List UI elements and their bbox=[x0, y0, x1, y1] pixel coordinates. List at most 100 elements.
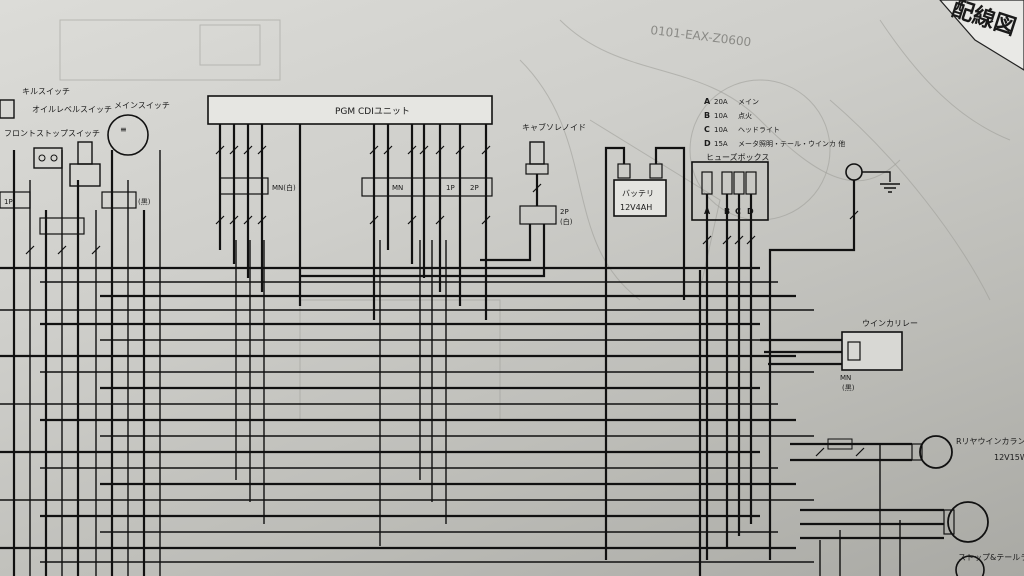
wire-color-mark bbox=[25, 245, 35, 255]
cdi-unit-label: PGM CDIユニット bbox=[335, 107, 410, 117]
main-switch-label: メインスイッチ bbox=[114, 101, 170, 110]
rear-winker-lamp-spec: 12V15W bbox=[994, 453, 1024, 462]
wire-color-mark bbox=[855, 447, 865, 457]
stop-tail-lamp-symbol bbox=[947, 501, 989, 543]
solenoid-base bbox=[525, 163, 549, 175]
relay-connector-label: MN bbox=[840, 374, 851, 382]
wire-color-mark bbox=[215, 145, 225, 155]
main-switch-glyph: ≡ bbox=[120, 125, 127, 134]
winker-relay-box bbox=[841, 331, 903, 371]
wire-color-mark bbox=[419, 145, 429, 155]
wire-color-mark bbox=[722, 235, 732, 245]
cdi-center-connector bbox=[361, 177, 493, 197]
battery-terminal-positive bbox=[617, 163, 631, 179]
wire bbox=[604, 146, 626, 560]
cdi-center-1p-label: 1P bbox=[446, 184, 455, 192]
wire-color-marks bbox=[25, 145, 865, 457]
wire bbox=[300, 224, 546, 278]
wire-color-mark bbox=[243, 145, 253, 155]
solenoid-connector-color: (白) bbox=[560, 217, 573, 226]
background-ghost-lines bbox=[59, 19, 1011, 421]
solenoid-connector bbox=[519, 205, 557, 225]
wire-color-mark bbox=[702, 235, 712, 245]
wire-color-mark bbox=[57, 245, 67, 255]
cdi-unit: PGM CDIユニット MN(白) MN 1P 2P bbox=[207, 95, 493, 197]
front-stop-switch-symbol bbox=[33, 147, 63, 169]
wire-color-mark bbox=[849, 210, 859, 220]
cdi-left-connector bbox=[219, 177, 269, 195]
fuse-legend-row: D 15A メータ照明・テール・ウインカ 他 bbox=[704, 139, 845, 148]
wire-color-mark bbox=[243, 215, 253, 225]
wire-harness bbox=[0, 124, 944, 576]
battery: バッテリ 12V4AH bbox=[613, 163, 667, 217]
main-switch-symbol bbox=[107, 114, 149, 156]
cdi-left-connector-label: MN(白) bbox=[272, 183, 296, 192]
wire-color-mark bbox=[435, 145, 445, 155]
cap-solenoid-label: キャブソレノイド bbox=[522, 122, 586, 132]
wire-color-mark bbox=[435, 215, 445, 225]
fuse-letter: C bbox=[704, 125, 710, 134]
fuse-letter: B bbox=[704, 111, 710, 120]
wire-color-mark bbox=[257, 215, 267, 225]
oil-level-switch-label: オイルレベルスイッチ bbox=[32, 105, 112, 114]
solenoid-connector-label: 2P bbox=[560, 208, 569, 216]
solenoid-symbol bbox=[529, 141, 545, 165]
wire-color-mark bbox=[369, 145, 379, 155]
oil-level-switch-symbol bbox=[77, 141, 93, 165]
wire-color-mark bbox=[257, 145, 267, 155]
cdi-center-mn-label: MN bbox=[392, 184, 403, 192]
battery-spec: 12V4AH bbox=[620, 203, 652, 212]
cdi-center-2p-label: 2P bbox=[470, 184, 479, 192]
fuse-box-label: ヒューズボックス bbox=[706, 152, 769, 162]
fuse-rating: 10A bbox=[714, 126, 728, 134]
winker-relay-label: ウインカリレー bbox=[862, 319, 918, 328]
fuse-use: 点火 bbox=[738, 112, 752, 120]
fuse-letter: A bbox=[704, 97, 711, 106]
left-connector-label: 1P bbox=[4, 198, 13, 206]
fuse-use: ヘッドライト bbox=[738, 126, 780, 134]
rear-winker-lamp-label: Rリヤウインカランプ bbox=[956, 437, 1024, 446]
rear-winker-lamp-symbol bbox=[919, 435, 953, 469]
fuse-use: メイン bbox=[738, 98, 759, 106]
fuse-rating: 20A bbox=[714, 98, 728, 106]
battery-terminal-negative bbox=[649, 163, 663, 179]
fuse-box-outline bbox=[691, 161, 769, 221]
wire-color-mark bbox=[91, 245, 101, 255]
fuse-legend-row: A 20A メイン bbox=[704, 97, 759, 106]
wire-color-mark bbox=[215, 215, 225, 225]
wire-color-mark bbox=[734, 235, 744, 245]
oil-level-switch-body bbox=[69, 163, 101, 187]
wire-color-mark bbox=[229, 145, 239, 155]
cdi-unit-box bbox=[207, 95, 493, 125]
wire-color-mark bbox=[407, 215, 417, 225]
fuse-legend: A 20A メイン B 10A 点火 C 10A ヘッドライト D 15A メー… bbox=[704, 97, 845, 162]
main-switch-connector-label: (黒) bbox=[138, 198, 151, 206]
fuse-rating: 15A bbox=[714, 140, 728, 148]
section-title-tab: 配線図 bbox=[939, 0, 1024, 71]
battery-label: バッテリ bbox=[622, 189, 654, 198]
fuse-use: メータ照明・テール・ウインカ 他 bbox=[738, 139, 845, 148]
wire-color-mark bbox=[481, 145, 491, 155]
stop-tail-lamp: ストップ&テールラ bbox=[943, 501, 1024, 576]
winker-relay: ウインカリレー MN (黒) bbox=[840, 319, 918, 392]
fuse-letter: D bbox=[704, 139, 711, 148]
wire-color-mark bbox=[407, 145, 417, 155]
wire-color-mark bbox=[746, 235, 756, 245]
model-code: 0101-EAX-Z0600 bbox=[650, 23, 752, 49]
wire bbox=[654, 146, 686, 300]
battery-box bbox=[613, 179, 667, 217]
stop-tail-lamp-label: ストップ&テールラ bbox=[958, 553, 1024, 562]
fuse-rating: 10A bbox=[714, 112, 728, 120]
switch-contact bbox=[50, 154, 58, 162]
wire-color-mark bbox=[455, 145, 465, 155]
wire-color-mark bbox=[815, 447, 825, 457]
wire-color-mark bbox=[369, 215, 379, 225]
ignition-switch-label: キルスイッチ bbox=[22, 87, 70, 96]
main-switch-connector bbox=[101, 191, 137, 209]
rear-winker-lamp: Rリヤウインカランプ 12V15W bbox=[911, 435, 1024, 469]
resistor-symbol bbox=[827, 438, 853, 450]
wire-color-mark bbox=[383, 145, 393, 155]
front-stop-switch-label: フロントストップスイッチ bbox=[4, 129, 100, 138]
